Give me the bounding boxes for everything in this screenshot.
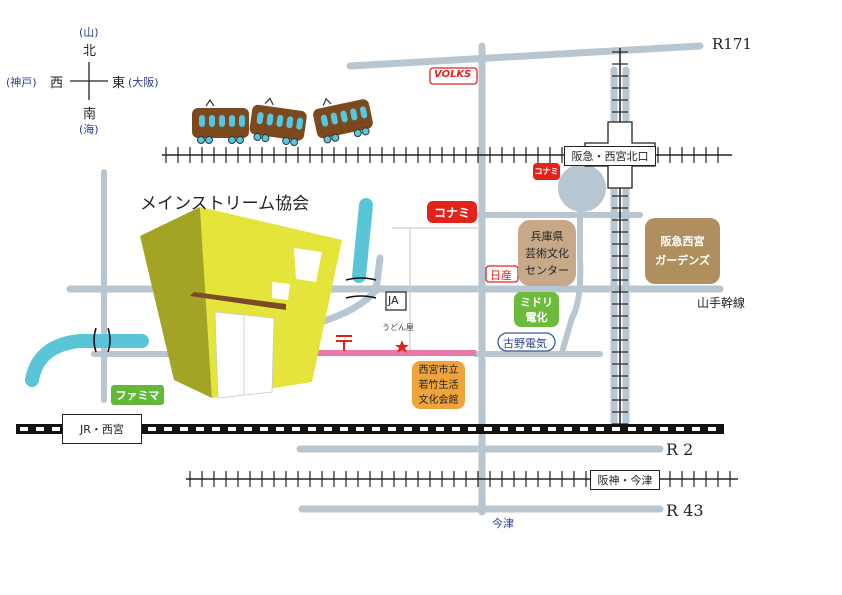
jr-track-dash [36, 427, 44, 431]
konami-small-badge: コナミ [533, 163, 560, 180]
furuno-box [497, 332, 556, 352]
jr-track-dash [484, 427, 492, 431]
jr-track-dash [644, 427, 652, 431]
bunka-line-2: 若竹生活 [418, 379, 459, 391]
label-furuno: 古野電気 [503, 337, 547, 350]
jr-track-dash [324, 427, 332, 431]
hankyu-gardens: 阪急西宮 ガーデンズ [645, 218, 720, 284]
compass-south: 南 [83, 107, 97, 122]
jr-track-dash [468, 427, 476, 431]
label-r171: R171 [712, 35, 752, 53]
station-hanshin-imazu: 阪神・今津 [590, 470, 660, 490]
jr-track-dash [372, 427, 380, 431]
jr-track-dash [148, 427, 156, 431]
hyogo-line-2: 芸術文化 [525, 246, 569, 260]
udon-marker-icon [395, 340, 409, 353]
jr-track-dash [612, 427, 620, 431]
jr-track-dash [388, 427, 396, 431]
jr-track-dash [228, 427, 236, 431]
jr-track-dash [52, 427, 60, 431]
midori-line-2: 電化 [525, 310, 548, 324]
compass-north: 北 [83, 44, 97, 59]
jr-track-dash [660, 427, 668, 431]
jr-track-dash [676, 427, 684, 431]
label-yamate: 山手幹線 [697, 296, 746, 310]
jr-track-dash [548, 427, 556, 431]
jr-track-dash [180, 427, 188, 431]
jr-track-dash [708, 427, 716, 431]
hyogo-line-3: センター [525, 263, 569, 277]
jr-track-dash [212, 427, 220, 431]
jr-track-dash [356, 427, 364, 431]
compass-east-sub: (大阪) [128, 76, 159, 89]
jr-track-dash [164, 427, 172, 431]
roundabout [558, 164, 606, 212]
river [25, 198, 373, 387]
post-office-icon [336, 335, 352, 351]
label-ja: JA [388, 294, 399, 307]
compass-rose [70, 62, 108, 100]
jr-track-dash [260, 427, 268, 431]
konami-badge: コナミ [427, 201, 477, 223]
jr-track-dash [516, 427, 524, 431]
jr-track-dash [596, 427, 604, 431]
label-nissan: 日産 [490, 269, 512, 282]
ja-box [385, 291, 407, 311]
compass-west: 西 [50, 76, 64, 91]
road-r171 [346, 42, 704, 70]
label-r43: R 43 [666, 501, 704, 520]
label-imazu-road: 今津 [492, 517, 514, 530]
famima-badge: ファミマ [111, 385, 164, 405]
jr-track-dash [196, 427, 204, 431]
jr-track-dash [580, 427, 588, 431]
label-volks: VOLKS [434, 69, 472, 80]
compass-north-sub: (山) [79, 26, 99, 39]
jr-track-dash [500, 427, 508, 431]
jr-track-dash [436, 427, 444, 431]
compass-south-sub: (海) [79, 123, 99, 136]
mainstream-building [140, 207, 342, 399]
jr-track-dash [292, 427, 300, 431]
jr-track-dash [692, 427, 700, 431]
wakatake-cultural-hall: 西宮市立 若竹生活 文化会館 [412, 361, 465, 409]
jr-track-dash [404, 427, 412, 431]
bunka-line-1: 西宮市立 [418, 364, 459, 376]
river-bridges [93, 277, 377, 353]
jr-track-dash [564, 427, 572, 431]
road-curve-ja [314, 254, 384, 327]
station-hankyu-nishinomiya-kitaguchi: 阪急・西宮北口 [564, 146, 656, 166]
road-curve-art [559, 197, 584, 355]
gardens-line-2: ガーデンズ [655, 254, 710, 267]
jr-track-dash [308, 427, 316, 431]
hyogo-line-1: 兵庫県 [530, 229, 564, 243]
compass-west-sub: (神戸) [6, 76, 37, 89]
midori-denka: ミドリ 電化 [514, 292, 559, 327]
label-udon: うどん屋 [382, 323, 414, 332]
jr-track-dash [420, 427, 428, 431]
volks-box [429, 67, 478, 85]
jr-track-dash [532, 427, 540, 431]
gardens-line-1: 阪急西宮 [660, 235, 705, 248]
jr-track-dash [244, 427, 252, 431]
jr-track-dash [276, 427, 284, 431]
jr-track-dash [452, 427, 460, 431]
jr-track-dash [20, 427, 28, 431]
train-icon [192, 97, 373, 147]
midori-line-1: ミドリ [520, 295, 553, 309]
label-r2: R 2 [666, 440, 694, 459]
jr-track-dash [628, 427, 636, 431]
jr-track-dash [340, 427, 348, 431]
hyogo-arts-center: 兵庫県 芸術文化 センター [518, 220, 576, 286]
compass-east: 東 [112, 76, 126, 91]
bunka-line-3: 文化会館 [418, 394, 459, 406]
station-jr-nishinomiya: JR・西宮 [62, 414, 142, 444]
map-title: メインストリーム協会 [140, 194, 310, 214]
